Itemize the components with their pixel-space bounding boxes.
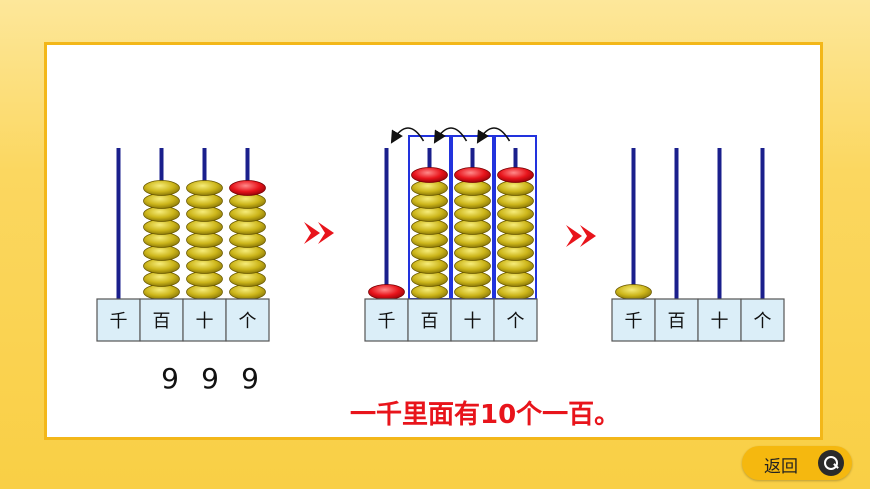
bead-red xyxy=(411,167,448,183)
digit-ones: 9 xyxy=(241,362,259,395)
chevron-arrow-icon xyxy=(304,222,320,244)
chevron-arrow-icon xyxy=(566,225,582,247)
bead-red xyxy=(229,180,266,196)
place-label-ones: 个 xyxy=(239,311,257,332)
chevron-arrow-icon xyxy=(318,222,334,244)
chevron-arrow-icon xyxy=(580,225,596,247)
place-label-tens: 十 xyxy=(711,311,729,332)
bead-gold xyxy=(186,180,223,196)
bead-red xyxy=(497,167,534,183)
carry-arrow xyxy=(433,127,468,144)
place-label-ones: 个 xyxy=(754,311,772,332)
carry-arrow xyxy=(476,127,511,144)
place-box-tens xyxy=(697,298,742,342)
place-box-tens xyxy=(450,298,495,342)
place-label-thousands: 千 xyxy=(378,311,396,332)
digit-hundreds: 9 xyxy=(161,362,179,395)
place-box-hundreds xyxy=(407,298,452,342)
back-button-label: 返回 xyxy=(764,457,798,477)
bead-gold xyxy=(615,284,652,300)
place-box-tens xyxy=(182,298,227,342)
place-box-thousands xyxy=(96,298,141,342)
place-box-thousands xyxy=(611,298,656,342)
carry-arrow xyxy=(390,127,425,144)
back-button[interactable]: 返回 xyxy=(742,446,852,480)
place-box-thousands xyxy=(364,298,409,342)
place-box-ones xyxy=(740,298,785,342)
circular-arrow-icon xyxy=(818,450,844,476)
place-label-ones: 个 xyxy=(507,311,525,332)
place-box-hundreds xyxy=(654,298,699,342)
place-label-hundreds: 百 xyxy=(421,311,439,332)
bead-gold xyxy=(143,180,180,196)
place-label-thousands: 千 xyxy=(625,311,643,332)
place-label-tens: 十 xyxy=(196,311,214,332)
caption-text: 一千里面有10个一百。 xyxy=(350,400,621,430)
place-label-hundreds: 百 xyxy=(668,311,686,332)
place-box-ones xyxy=(493,298,538,342)
place-label-hundreds: 百 xyxy=(153,311,171,332)
bead-red xyxy=(368,284,405,300)
digit-tens: 9 xyxy=(201,362,219,395)
place-label-thousands: 千 xyxy=(110,311,128,332)
place-box-ones xyxy=(225,298,270,342)
place-label-tens: 十 xyxy=(464,311,482,332)
bead-red xyxy=(454,167,491,183)
